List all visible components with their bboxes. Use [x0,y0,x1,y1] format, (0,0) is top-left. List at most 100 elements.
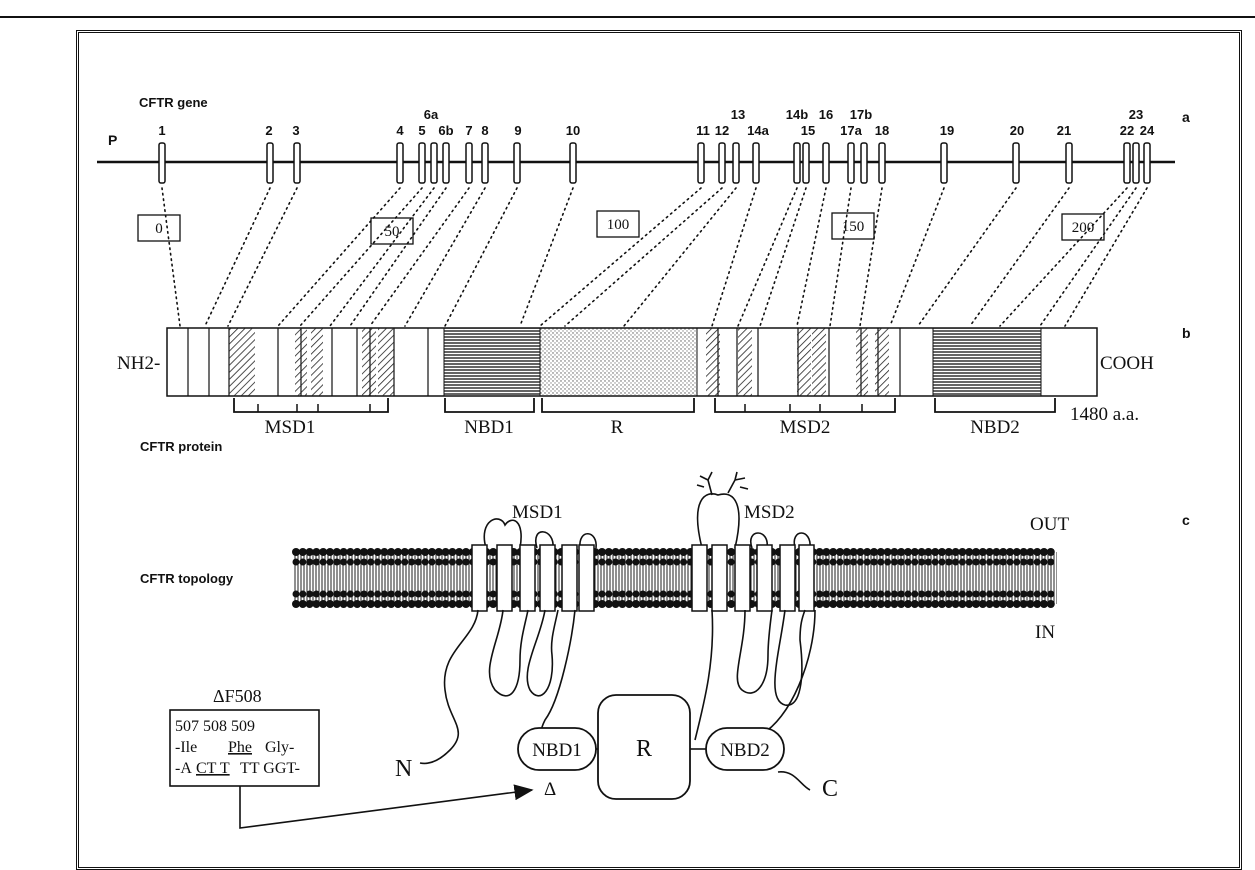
c-terminus-label: C [822,776,838,802]
nbd1-topology-label: NBD1 [532,740,582,761]
r-topology-label: R [636,736,652,762]
exon-19 [941,143,947,183]
exon-17a [848,143,854,183]
transmembrane-segment [378,328,394,396]
exon-label: 20 [1010,123,1024,138]
exon-12 [719,143,725,183]
domain-label-r: R [611,417,624,438]
domain-label-nbd2: NBD2 [970,417,1020,438]
tm-helix [757,545,772,611]
panel-a-label: a [1182,109,1190,125]
out-label: OUT [1030,514,1069,535]
exon-label: 8 [481,123,488,138]
exon-label: 13 [731,107,745,122]
msd1-topology-label: MSD1 [512,502,563,523]
promoter-label: P [108,132,117,148]
mutation-positions: 507 508 509 [175,718,255,735]
protein-bar [167,328,1097,396]
scale-label: 200 [1072,220,1095,236]
exon-20 [1013,143,1019,183]
exon-label: 16 [819,107,833,122]
scale-label: 100 [607,217,630,233]
transmembrane-segment [738,328,752,396]
tm-helix [520,545,535,611]
cooh-label: COOH [1100,353,1154,374]
exon-label: 18 [875,123,889,138]
transmembrane-segment [856,328,868,396]
mutation-dna3: TT GGT- [240,760,300,777]
in-label: IN [1035,622,1055,643]
transmembrane-segment [362,328,376,396]
tm-helix [540,545,555,611]
exon-label: 14b [786,107,808,122]
topology-title: CFTR topology [140,571,234,586]
exon-label: 17a [840,123,862,138]
nbd2-topology-label: NBD2 [720,740,770,761]
transmembrane-segment [295,328,307,396]
exon-9 [514,143,520,183]
n-terminus-label: N [395,756,412,782]
exon-17b [861,143,867,183]
mutation-arrow [240,786,532,828]
exon-3 [294,143,300,183]
domain-label-msd1: MSD1 [265,417,316,438]
transmembrane-segment [229,328,237,396]
mutation-title: ΔF508 [213,686,262,706]
exon-16 [823,143,829,183]
domain-label-nbd1: NBD1 [464,417,514,438]
delta-label: Δ [544,779,556,800]
exon-label: 6b [438,123,453,138]
exon-label: 9 [514,123,521,138]
exon-label: 2 [265,123,272,138]
exon-4 [397,143,403,183]
exon-21 [1066,143,1072,183]
exon-label: 24 [1140,123,1155,138]
exon-24 [1144,143,1150,183]
tm-helix [579,545,594,611]
exon-6b [443,143,449,183]
scale-box-group: 050100150200 [138,211,1104,244]
transmembrane-segment [706,328,720,396]
mutation-aa1: -Ile [175,739,197,756]
exon-14a [753,143,759,183]
transmembrane-segment [797,328,811,396]
exon-label: 19 [940,123,954,138]
tm-helix [780,545,795,611]
exon-14b [794,143,800,183]
exon-6a [431,143,437,183]
exon-label: 17b [850,107,872,122]
exon-1 [159,143,165,183]
gene-title: CFTR gene [139,95,208,110]
exon-15 [803,143,809,183]
exon-label: 10 [566,123,580,138]
transmembrane-segment [875,328,889,396]
exon-label: 12 [715,123,729,138]
exon-label: 1 [158,123,165,138]
transmembrane-segment [237,328,255,396]
exon-label: 23 [1129,107,1143,122]
tm-helix [735,545,750,611]
mutation-aa3: Gly- [265,739,294,756]
exon-11 [698,143,704,183]
exon-10 [570,143,576,183]
protein-length: 1480 a.a. [1070,404,1139,425]
scale-label: 0 [155,221,163,237]
transmembrane-segment [311,328,323,396]
tm-helix [497,545,512,611]
exon-label: 5 [418,123,425,138]
exon-18 [879,143,885,183]
domain-label-msd2: MSD2 [780,417,831,438]
mutation-dna2: CT T [196,760,230,777]
mutation-dna1: -A [175,760,192,777]
exon-22 [1124,143,1130,183]
exon-2 [267,143,273,183]
exon-8 [482,143,488,183]
mapping-lines [162,188,1147,326]
tm-helix [712,545,727,611]
exon-label: 15 [801,123,815,138]
protein-title: CFTR protein [140,439,222,454]
mutation-aa2: Phe [228,739,252,756]
tm-helix [799,545,814,611]
